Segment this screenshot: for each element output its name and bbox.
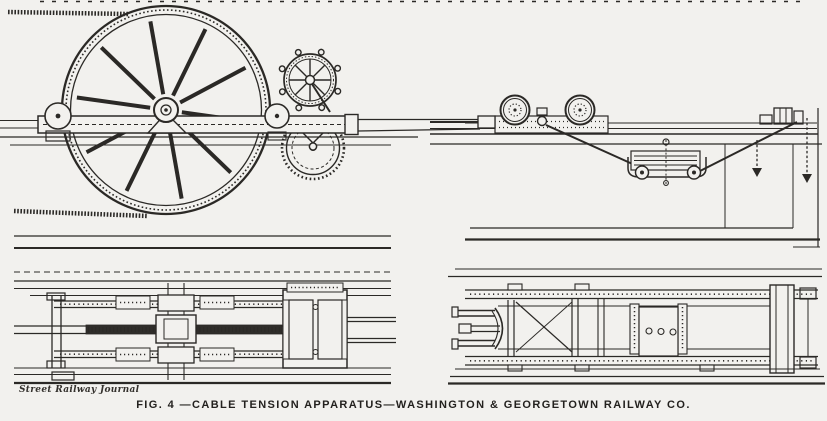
guide-pulley-left <box>44 102 72 142</box>
towing-yoke <box>451 306 504 350</box>
rods-right <box>347 316 396 344</box>
elevation-view <box>430 94 822 248</box>
rivet-plates <box>115 295 235 362</box>
plan-view-screw-carriage <box>14 271 396 385</box>
plan-view-tension-wheel <box>0 4 481 249</box>
screw-nut-cross <box>155 283 197 380</box>
cable-top-icon <box>7 9 129 17</box>
drum-link <box>302 132 324 151</box>
drum-pair-plan <box>282 282 348 369</box>
carriage-beam-plan <box>37 115 357 134</box>
center-plate <box>629 303 688 357</box>
weight-hanger <box>627 138 707 186</box>
weight-stack <box>630 150 701 171</box>
anchor-bracket <box>759 107 804 125</box>
frame-end-left <box>46 292 75 381</box>
guide-pulley-right <box>264 103 290 141</box>
wheel-hub <box>146 97 188 134</box>
journal-credit: Street Railway Journal <box>19 385 140 395</box>
figure-caption: FIG. 4 —CABLE TENSION APPARATUS—WASHINGT… <box>136 399 691 411</box>
tension-rod-plan <box>344 113 481 136</box>
travel-arrow-left-icon <box>752 140 762 177</box>
sheave-left <box>499 94 531 126</box>
frame-end-right <box>769 284 817 374</box>
plan-view-ladder-frame <box>448 268 825 385</box>
pull-rod <box>430 115 496 129</box>
sheave-right <box>564 94 596 126</box>
cross-members <box>507 298 605 357</box>
travel-arrow-right-icon <box>802 118 812 183</box>
frame-bands <box>465 283 818 372</box>
cable-bottom-icon <box>13 208 149 219</box>
hand-wheel <box>278 48 342 113</box>
swivel-pin <box>536 107 548 127</box>
